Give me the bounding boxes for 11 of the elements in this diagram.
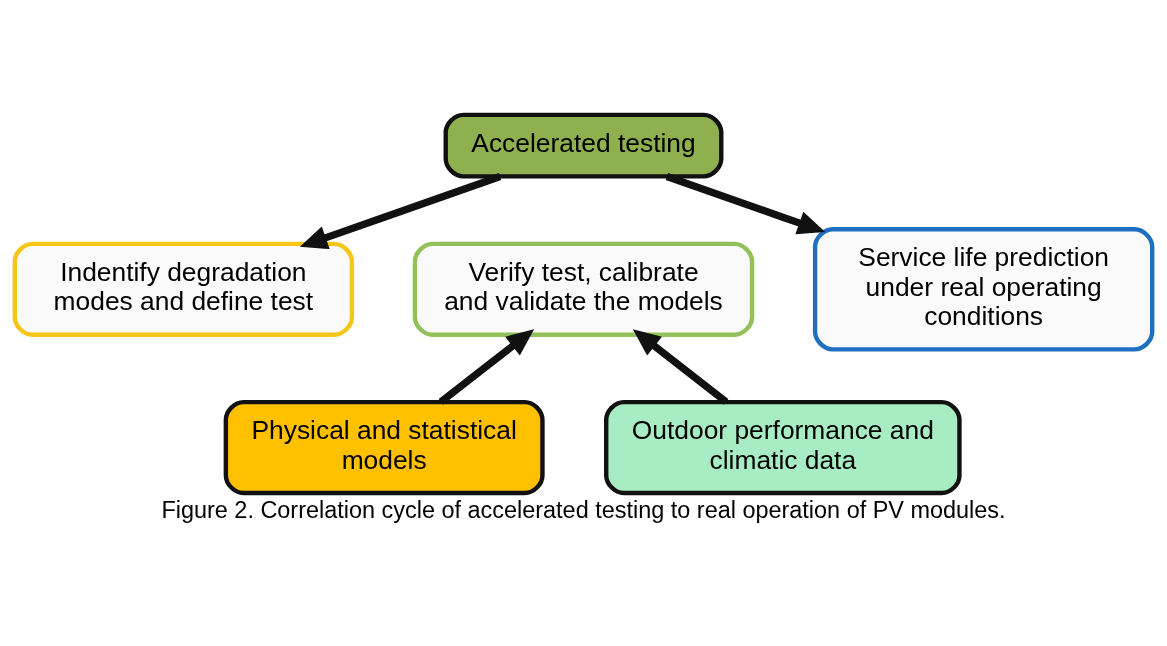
node-box: Verify test, calibrate and validate the models — [412, 241, 755, 337]
node-box: Physical and statistical models — [223, 399, 545, 496]
node-box: Outdoor performance and climatic data — [604, 399, 962, 496]
node-box: Service life prediction under real operating conditions — [812, 227, 1155, 352]
arrow — [632, 329, 729, 405]
node-box: Accelerated testing — [443, 112, 724, 179]
caption: Figure 2. Correlation cycle of accelerated testing to real operation of PV modules. — [161, 496, 1006, 523]
node-box: Indentify degradation modes and define test — [12, 241, 355, 337]
arrow — [438, 329, 535, 405]
arrow — [299, 173, 502, 250]
arrow — [665, 173, 826, 235]
